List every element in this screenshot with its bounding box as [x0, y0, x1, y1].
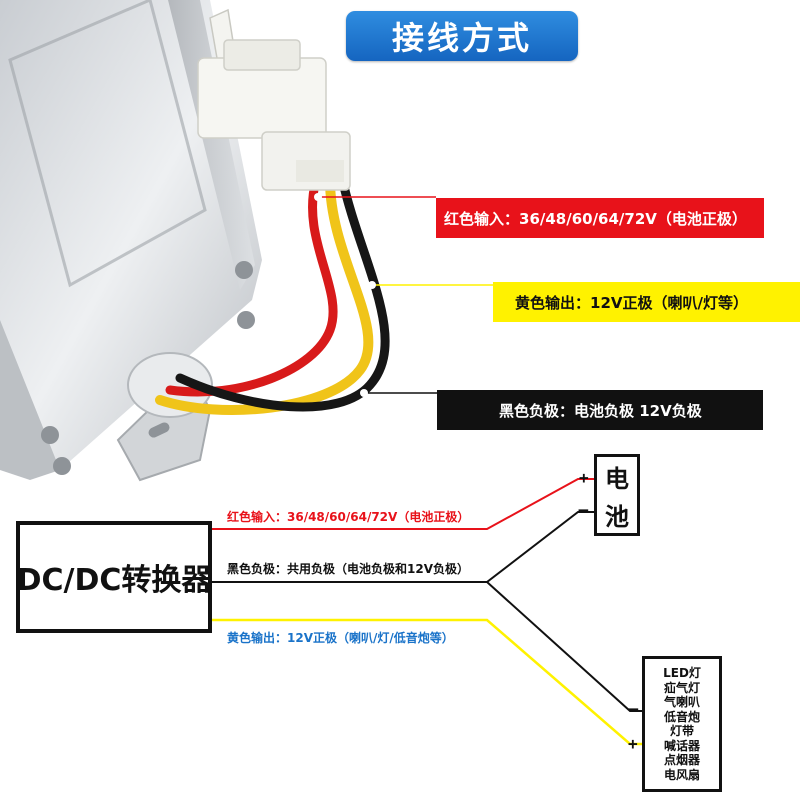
- page-title: 接线方式: [346, 11, 578, 61]
- load-plus-terminal: +: [628, 734, 638, 753]
- battery-char-1: 电: [605, 464, 629, 493]
- pointer-black: [360, 389, 437, 397]
- battery-plus-terminal: +: [579, 468, 589, 487]
- pointer-red: [314, 193, 436, 201]
- schematic-yellow-label: 黄色输出：12V正极（喇叭/灯/低音炮等）: [227, 631, 454, 645]
- load-item: 疝气灯: [663, 680, 700, 695]
- load-item: 电风扇: [663, 767, 700, 782]
- load-devices-box: LED灯 疝气灯 气喇叭 低音炮 灯带 喊话器 点烟器 电风扇: [642, 656, 722, 792]
- battery-minus-terminal: −: [578, 500, 589, 521]
- schematic-black-wire-load: [486, 581, 642, 712]
- battery-box: 电 池: [594, 454, 640, 536]
- black-wire: [175, 173, 390, 412]
- yellow-wire: [155, 175, 374, 415]
- load-item: 气喇叭: [663, 695, 700, 709]
- load-item: LED灯: [663, 666, 701, 680]
- schematic-black-label: 黑色负极：共用负极（电池负极和12V负极）: [227, 562, 469, 576]
- load-minus-terminal: −: [628, 699, 639, 720]
- red-input-label: 红色输入：36/48/60/64/72V（电池正极）: [436, 198, 764, 238]
- load-item: 灯带: [669, 724, 694, 738]
- pointer-yellow: [368, 281, 493, 289]
- schematic-black-wire-battery: [212, 511, 594, 583]
- converter-housing: [0, 0, 262, 480]
- load-item: 点烟器: [663, 753, 700, 767]
- yellow-output-label: 黄色输出：12V正极（喇叭/灯等）: [493, 282, 800, 322]
- dcdc-converter-box: DC/DC转换器: [16, 521, 212, 633]
- schematic-yellow-wire: [212, 618, 642, 746]
- schematic-red-wire: [212, 478, 594, 530]
- battery-char-2: 池: [605, 502, 629, 531]
- red-wire: [165, 175, 338, 397]
- schematic-wires: [212, 478, 642, 746]
- load-item: 低音炮: [663, 709, 700, 724]
- dcdc-converter-name: DC/DC转换器: [16, 563, 212, 598]
- load-item: 喊话器: [663, 738, 700, 753]
- cable-grommet: [127, 352, 213, 418]
- schematic-red-label: 红色输入：36/48/60/64/72V（电池正极）: [227, 510, 470, 524]
- plug-connector: [197, 8, 351, 191]
- black-negative-label: 黑色负极：电池负极 12V负极: [437, 390, 763, 430]
